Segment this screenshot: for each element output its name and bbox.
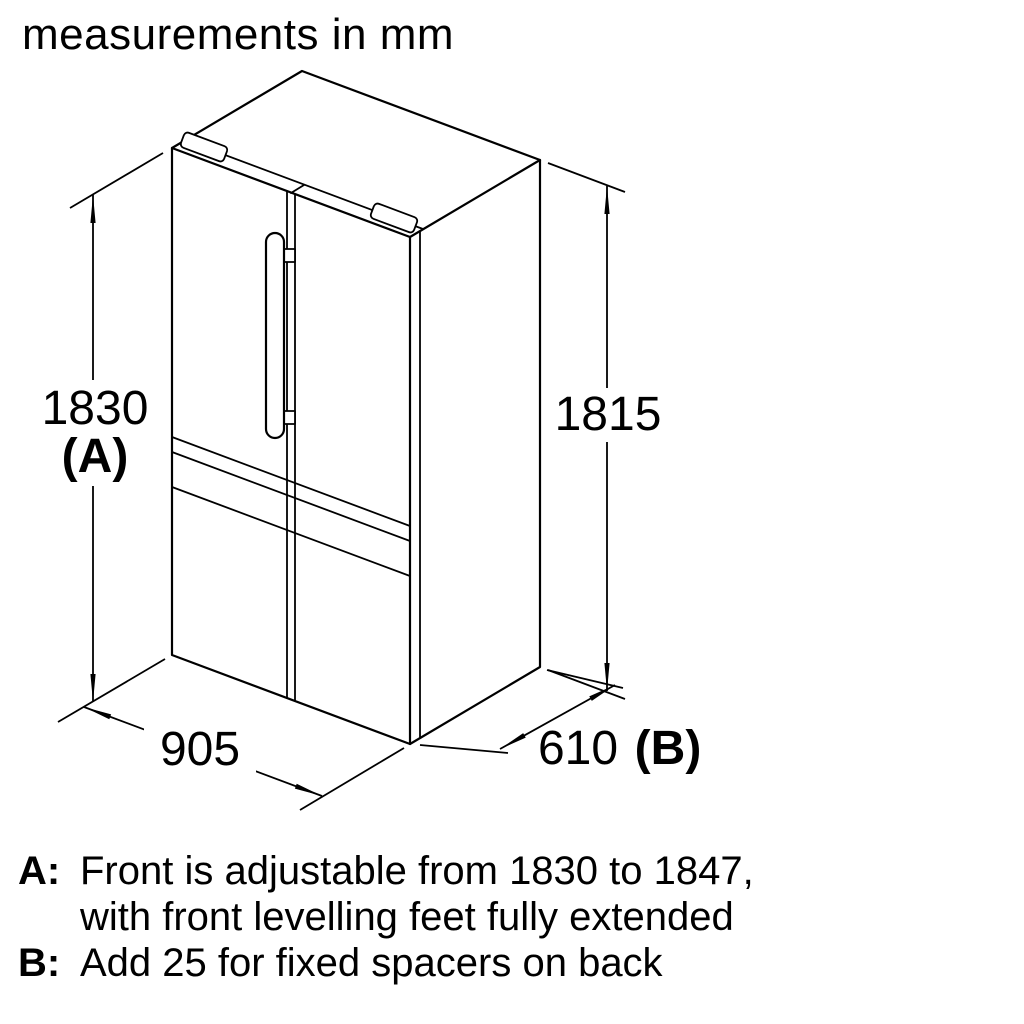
dim-front-height-value: 1830 (42, 382, 149, 435)
dim-depth-ext-back (546, 669, 624, 689)
dim-width-label-bg (144, 720, 256, 776)
dim-back-height: 1815 (547, 162, 666, 700)
dim-depth-ext-front (419, 744, 509, 754)
dim-back-height-label-bg (550, 388, 666, 442)
dim-depth-line (499, 684, 616, 750)
note-a-line2: with front levelling feet fully extended (80, 895, 734, 939)
hinge-right (369, 202, 419, 234)
dim-back-height-ext-top (547, 162, 626, 193)
dim-front-height-suffix: (A) (62, 430, 129, 483)
dim-front-height: 1830 (A) (38, 152, 166, 723)
dim-depth: 610 (B) (419, 669, 702, 775)
dim-back-height-ext-bottom (547, 669, 626, 700)
dim-front-height-ext-top (69, 152, 164, 209)
freezer-divider-upper-line (171, 436, 411, 527)
fridge-top-details (179, 131, 424, 234)
dim-front-height-label-bg (38, 380, 152, 486)
note-b-line1: Add 25 for fixed spacers on back (80, 941, 663, 985)
page-title: measurements in mm (22, 10, 455, 59)
note-b: B: Add 25 for fixed spacers on back (18, 940, 1008, 986)
note-a-line1: Front is adjustable from 1830 to 1847, (80, 849, 754, 893)
note-a-prefix: A: (18, 849, 61, 893)
dim-back-height-value: 1815 (555, 388, 662, 441)
dim-depth-value: 610 (538, 722, 618, 775)
edge-top-right (408, 158, 542, 239)
fridge-front-details (171, 190, 411, 702)
freezer-divider-lower-line (171, 451, 411, 542)
dim-front-height-ext-bottom (57, 658, 166, 723)
notes: A: Front is adjustable from 1830 to 1847… (18, 848, 1008, 986)
fridge-outline (170, 69, 542, 746)
hinge-left (179, 131, 229, 163)
dim-width-ext-right (299, 747, 405, 811)
door-top-gap-mark (290, 184, 305, 194)
note-b-prefix: B: (18, 941, 61, 985)
dim-depth-suffix: (B) (635, 722, 702, 775)
dim-width: 905 (83, 706, 405, 811)
door-handle-bar (264, 231, 286, 440)
dim-width-value: 905 (160, 723, 240, 776)
fridge-drawing (170, 69, 542, 746)
note-a: A: Front is adjustable from 1830 to 1847… (18, 848, 1008, 940)
drawer-groove-line (171, 486, 411, 577)
